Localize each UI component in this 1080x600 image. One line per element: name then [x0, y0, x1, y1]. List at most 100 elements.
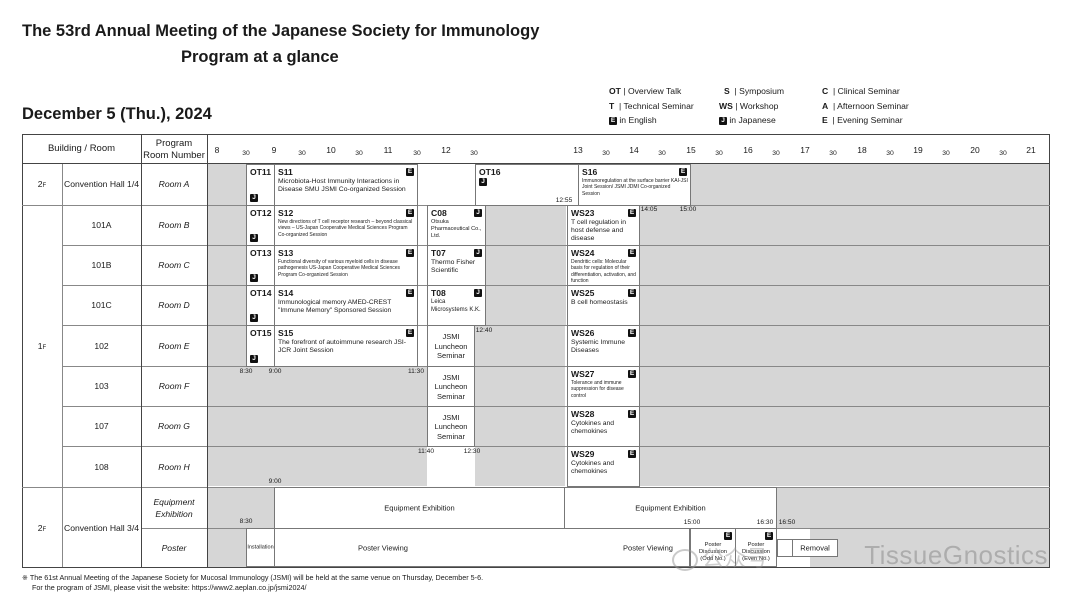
japanese-badge-icon: J [250, 355, 258, 363]
session-S16[interactable]: S16 E Immunoregulation at the surface ba… [578, 164, 691, 206]
room-label: Room D [158, 300, 190, 310]
japanese-badge-icon: J [250, 274, 258, 282]
hour-tick: 11 [383, 145, 393, 155]
session-code: S11 [278, 167, 293, 177]
session-code: S16 [582, 167, 598, 177]
half-hour-tick: 30 [470, 150, 478, 157]
english-badge-icon: E [765, 532, 773, 540]
half-hour-tick: 30 [298, 150, 306, 157]
session-code: OT13 [250, 248, 272, 258]
header-divider [22, 163, 1050, 164]
closed-area-lunch-gap [418, 366, 427, 486]
session-title: Dendritic cells: Molecular basis for reg… [571, 259, 636, 284]
session-WS25[interactable]: WS25 E B cell homeostasis [567, 285, 640, 326]
time-label: 14:05 [640, 206, 658, 213]
session-luncheon-room-g[interactable]: JSMI Luncheon Seminar [427, 406, 475, 447]
session-OT12[interactable]: OT12 J [246, 205, 275, 246]
half-hour-tick: 30 [942, 150, 950, 157]
session-luncheon-room-e[interactable]: JSMI Luncheon Seminar [427, 325, 475, 367]
closed-area-rooms-b-h-evening [640, 206, 1049, 486]
session-S12[interactable]: S12 E New directions of T cell receptor … [274, 205, 418, 246]
session-code: T07 [431, 248, 446, 258]
session-T08[interactable]: T08 J Leica Microsystems K.K. [427, 285, 486, 326]
session-code: S12 [278, 208, 294, 218]
time-label: 16:50 [778, 519, 796, 526]
room-label: Room G [158, 421, 190, 431]
hour-tick: 15 [686, 145, 696, 155]
session-OT15[interactable]: OT15 J [246, 325, 275, 367]
building-label: 108 [94, 462, 109, 472]
poster-removal[interactable]: Removal [792, 539, 838, 557]
english-badge-icon: E [724, 532, 732, 540]
hour-tick: 18 [857, 145, 867, 155]
session-code: WS26 [571, 328, 595, 338]
room-label: Room F [158, 381, 190, 391]
session-WS28[interactable]: WS28 E Cytokines and chemokines [567, 406, 640, 447]
session-WS29[interactable]: WS29 E Cytokines and chemokines [567, 446, 640, 487]
session-WS23[interactable]: WS23 E T cell regulation in host defense… [567, 205, 640, 246]
session-S14[interactable]: S14 E Immunological memory AMED-CREST "I… [274, 285, 418, 326]
row-divider [62, 245, 1050, 246]
session-code: WS25 [571, 288, 595, 298]
room-label: Room A [158, 179, 190, 189]
row-divider [62, 285, 1050, 286]
luncheon-label: JSMI Luncheon Seminar [434, 412, 468, 441]
session-OT11[interactable]: OT11 J [246, 164, 275, 206]
session-code: WS29 [571, 449, 595, 459]
row-divider [62, 325, 1050, 326]
english-badge-icon: E [628, 329, 636, 337]
english-badge-icon: E [609, 116, 617, 125]
row-divider [62, 366, 1050, 367]
poster-viewing[interactable]: Poster Viewing Poster Viewing [274, 528, 690, 567]
session-WS26[interactable]: WS26 E Systemic Immune Diseases [567, 325, 640, 367]
session-S13[interactable]: S13 E Functional diversity of various my… [274, 245, 418, 286]
session-WS27[interactable]: WS27 E Tolerance and immune suppression … [567, 366, 640, 407]
poster-installation[interactable]: Installation [246, 528, 275, 567]
session-code: S13 [278, 248, 294, 258]
session-code: T08 [431, 288, 446, 298]
session-C08[interactable]: C08 J Otsuka Pharmaceutical Co., Ltd. [427, 205, 486, 246]
session-code: OT14 [250, 288, 272, 298]
japanese-badge-icon: J [479, 178, 487, 186]
japanese-badge-icon: J [250, 234, 258, 242]
session-sponsor: Leica Microsystems K.K. [431, 299, 481, 313]
session-OT13[interactable]: OT13 J [246, 245, 275, 286]
session-S15[interactable]: S15 E The forefront of autoimmune resear… [274, 325, 418, 367]
half-hour-tick: 30 [355, 150, 363, 157]
half-hour-tick: 30 [829, 150, 837, 157]
session-WS24[interactable]: WS24 E Dendritic cells: Molecular basis … [567, 245, 640, 286]
session-OT16[interactable]: OT16 J [475, 164, 579, 206]
session-S11[interactable]: S11 E Microbiota-Host Immunity Interacti… [274, 164, 418, 206]
session-sponsor: Otsuka Pharmaceutical Co., Ltd. [431, 219, 482, 239]
floor-label: 2F [37, 179, 47, 189]
session-luncheon-room-f[interactable]: JSMI Luncheon Seminar [427, 366, 475, 407]
poster-discussion-even[interactable]: E Poster Discussion (Even No.) [735, 528, 777, 567]
building-label: 101C [91, 300, 112, 310]
closed-area-room-a-evening [691, 164, 1049, 205]
closed-area-hall34-evening [777, 488, 1049, 528]
equipment-exhibition-afternoon[interactable]: Equipment Exhibition [564, 487, 777, 529]
session-title: Immunological memory AMED-CREST "Immune … [278, 299, 392, 314]
row-divider [62, 406, 1050, 407]
time-label: 15:00 [679, 206, 697, 213]
equipment-label: Equipment Exhibition [635, 503, 706, 513]
col-divider [62, 164, 63, 567]
time-label: 12:30 [463, 448, 481, 455]
floor-label: 1F [37, 341, 47, 351]
session-OT14[interactable]: OT14 J [246, 285, 275, 326]
half-hour-tick: 30 [715, 150, 723, 157]
english-badge-icon: E [628, 410, 636, 418]
luncheon-label: JSMI Luncheon Seminar [434, 372, 468, 401]
hour-tick: 17 [800, 145, 810, 155]
english-badge-icon: E [406, 249, 414, 257]
session-title: T cell regulation in host defense and di… [571, 219, 627, 243]
session-code: S15 [278, 328, 294, 338]
footnote-line2[interactable]: For the program of JSMI, please visit th… [32, 583, 307, 592]
poster-viewing-label: Poster Viewing [623, 542, 673, 552]
session-title: Functional diversity of various myeloid … [278, 259, 401, 278]
session-T07[interactable]: T07 J Thermo Fisher Scientific [427, 245, 486, 286]
half-hour-tick: 30 [658, 150, 666, 157]
equipment-exhibition-morning[interactable]: Equipment Exhibition [274, 487, 565, 529]
session-sponsor: Thermo Fisher Scientific [431, 259, 476, 275]
session-code: OT12 [250, 208, 272, 218]
